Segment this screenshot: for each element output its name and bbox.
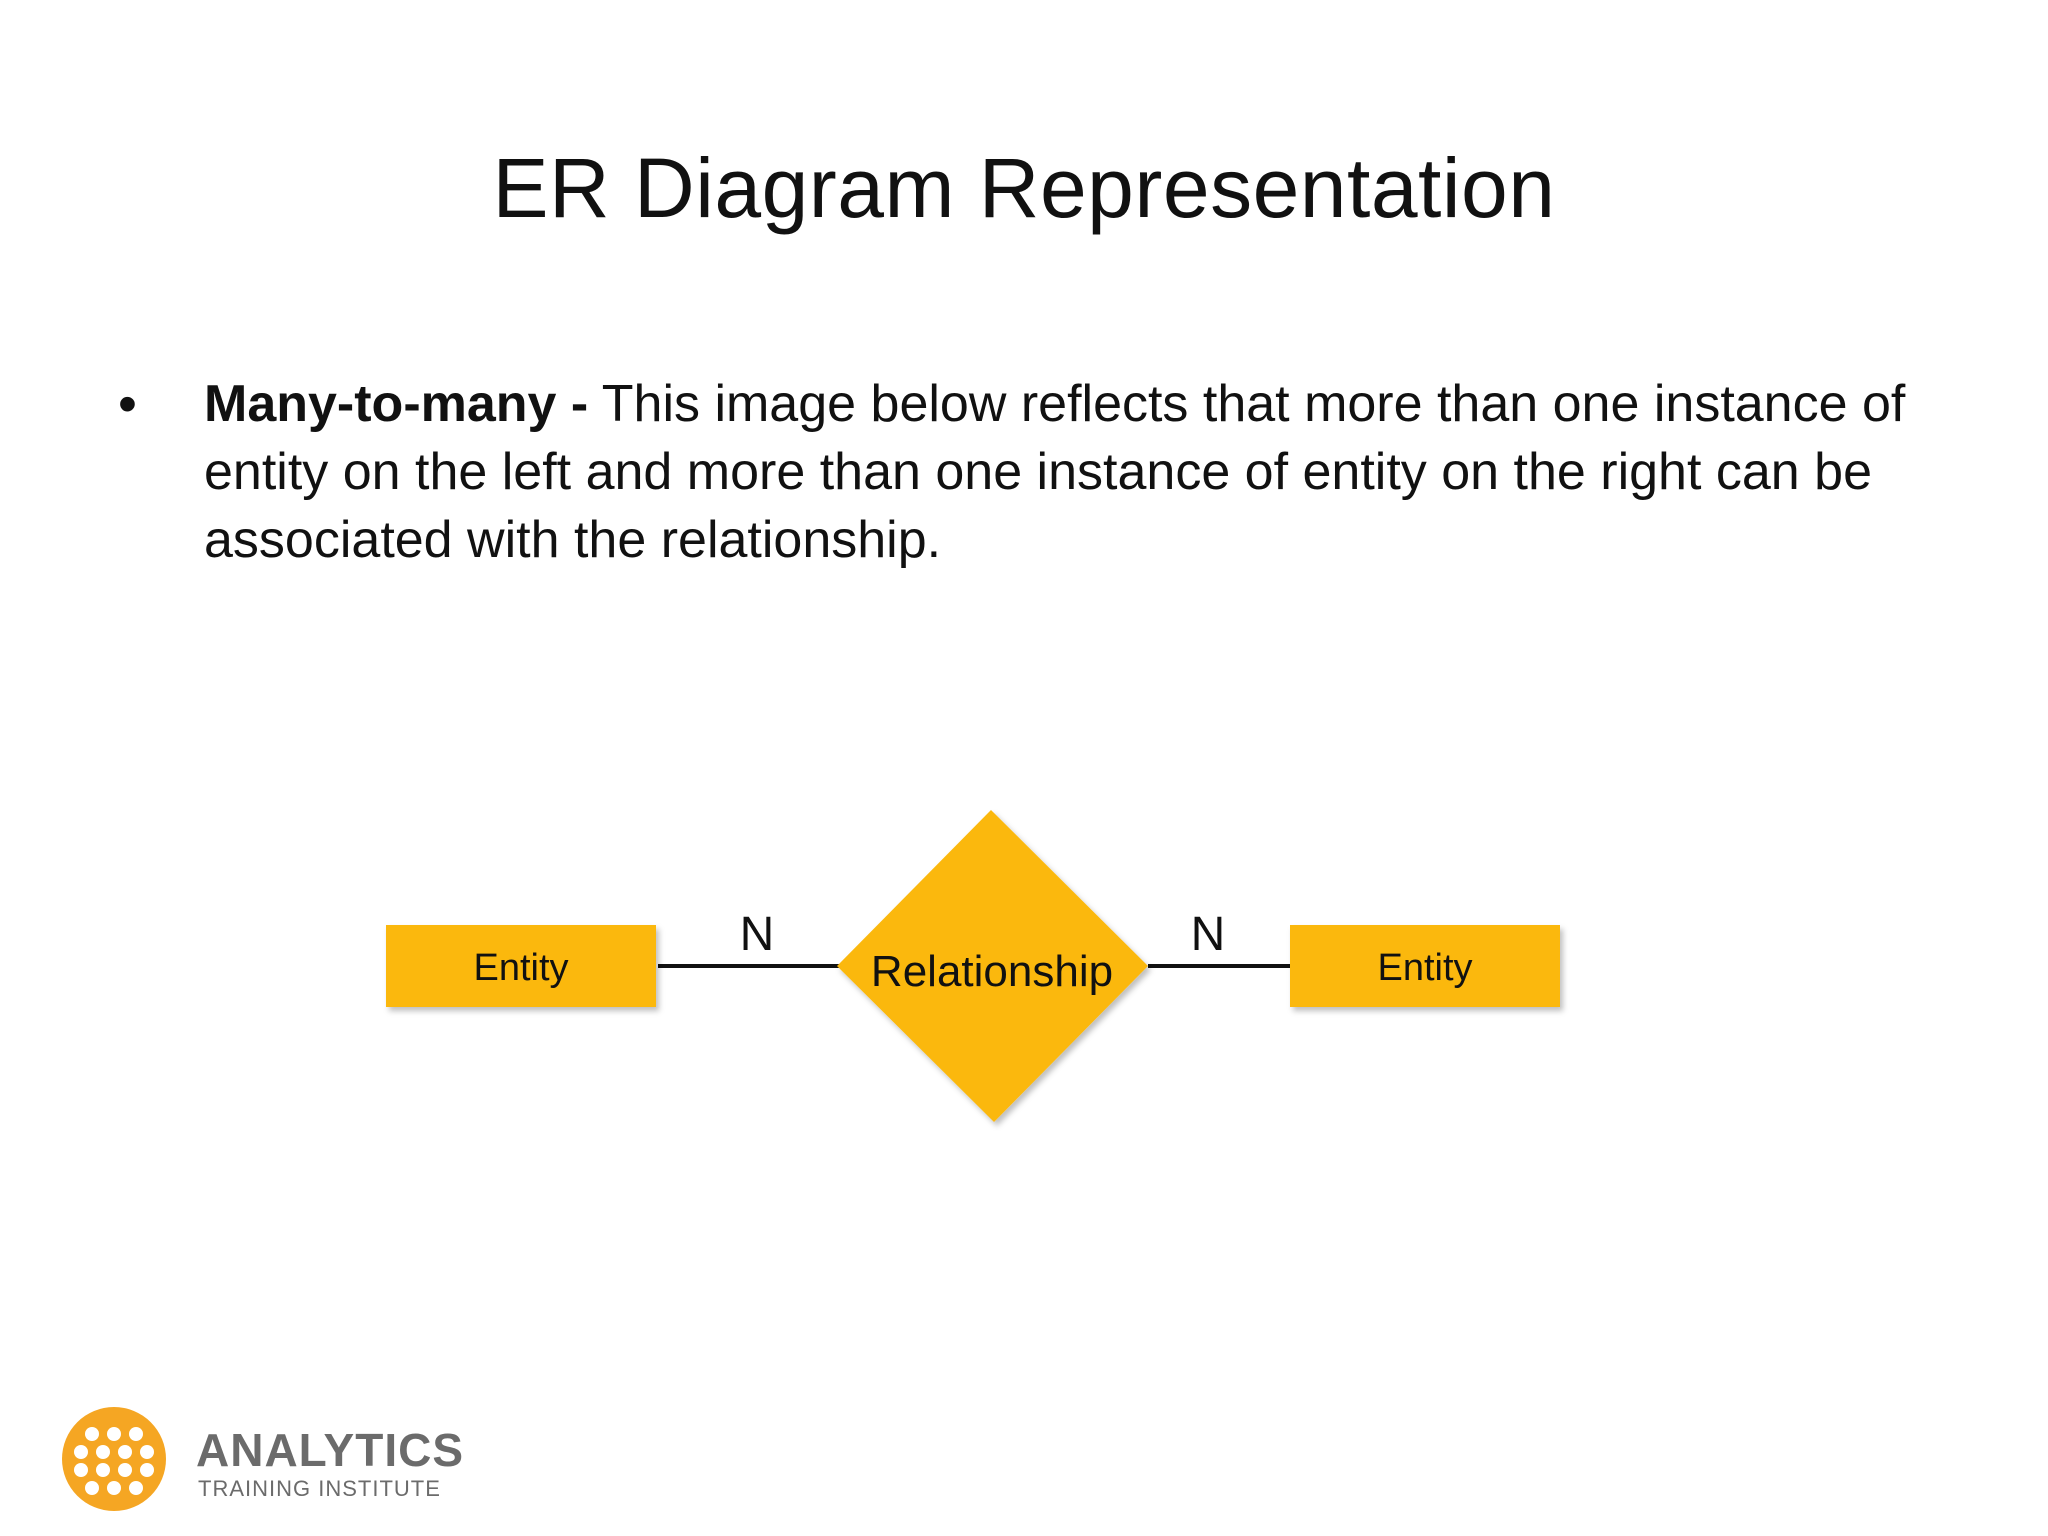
logo-mark-icon	[62, 1407, 166, 1511]
bullet-term: Many-to-many -	[204, 375, 589, 433]
bullet-dot: •	[118, 374, 137, 434]
left-entity: Entity	[386, 925, 656, 1007]
logo-name: ANALYTICS	[196, 1424, 464, 1476]
left-entity-box	[386, 925, 656, 1007]
relationship-label: Relationship	[871, 947, 1113, 996]
right-cardinality-label: N	[1191, 908, 1226, 961]
relationship: Relationship	[837, 810, 1148, 1122]
left-entity-label: Entity	[473, 947, 568, 989]
bullet-text: Many-to-many - This image below reflects…	[204, 370, 1948, 574]
right-entity: Entity	[1290, 925, 1560, 1007]
left-cardinality-label: N	[740, 908, 775, 961]
bullet-description: This image below reflects that more than…	[204, 375, 1906, 569]
right-entity-label: Entity	[1377, 947, 1472, 989]
slide-title: ER Diagram Representation	[492, 141, 1556, 235]
logo-subtitle: TRAINING INSTITUTE	[198, 1476, 441, 1501]
right-entity-box	[1290, 925, 1560, 1007]
relationship-diamond	[837, 810, 1148, 1122]
analytics-logo: ANALYTICS TRAINING INSTITUTE	[62, 1407, 464, 1511]
